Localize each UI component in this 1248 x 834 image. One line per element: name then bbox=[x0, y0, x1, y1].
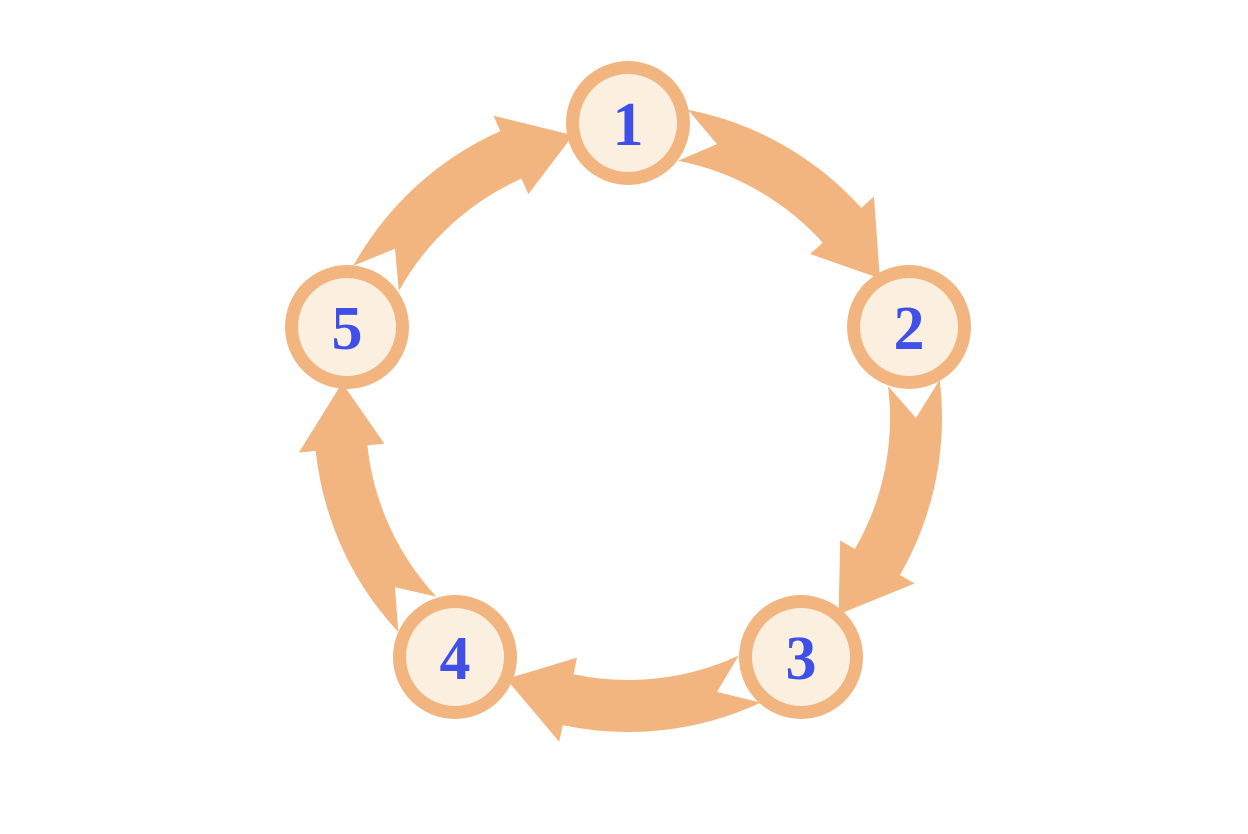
node-fill-5 bbox=[298, 278, 396, 376]
node-fill-3 bbox=[752, 608, 850, 706]
cycle-node-4[interactable]: 4 bbox=[393, 595, 517, 719]
node-fill-1 bbox=[579, 74, 677, 172]
arrow-3-to-4 bbox=[506, 655, 761, 742]
node-fill-2 bbox=[860, 278, 958, 376]
node-label-1: 1 bbox=[613, 91, 644, 159]
cycle-node-3[interactable]: 3 bbox=[739, 595, 863, 719]
arrow-4-to-5 bbox=[298, 382, 437, 633]
node-label-5: 5 bbox=[332, 295, 363, 363]
arrows-layer bbox=[298, 109, 943, 742]
node-fill-4 bbox=[406, 608, 504, 706]
node-label-2: 2 bbox=[894, 295, 925, 363]
cycle-node-2[interactable]: 2 bbox=[847, 265, 971, 389]
nodes-layer: 1 2 3 4 5 bbox=[285, 61, 971, 719]
arrow-1-to-2 bbox=[677, 109, 880, 279]
arrow-5-to-1 bbox=[353, 115, 574, 291]
cycle-node-1[interactable]: 1 bbox=[566, 61, 690, 185]
node-label-4: 4 bbox=[440, 625, 471, 693]
arrow-2-to-3 bbox=[838, 379, 943, 615]
node-label-3: 3 bbox=[786, 625, 817, 693]
cycle-node-5[interactable]: 5 bbox=[285, 265, 409, 389]
